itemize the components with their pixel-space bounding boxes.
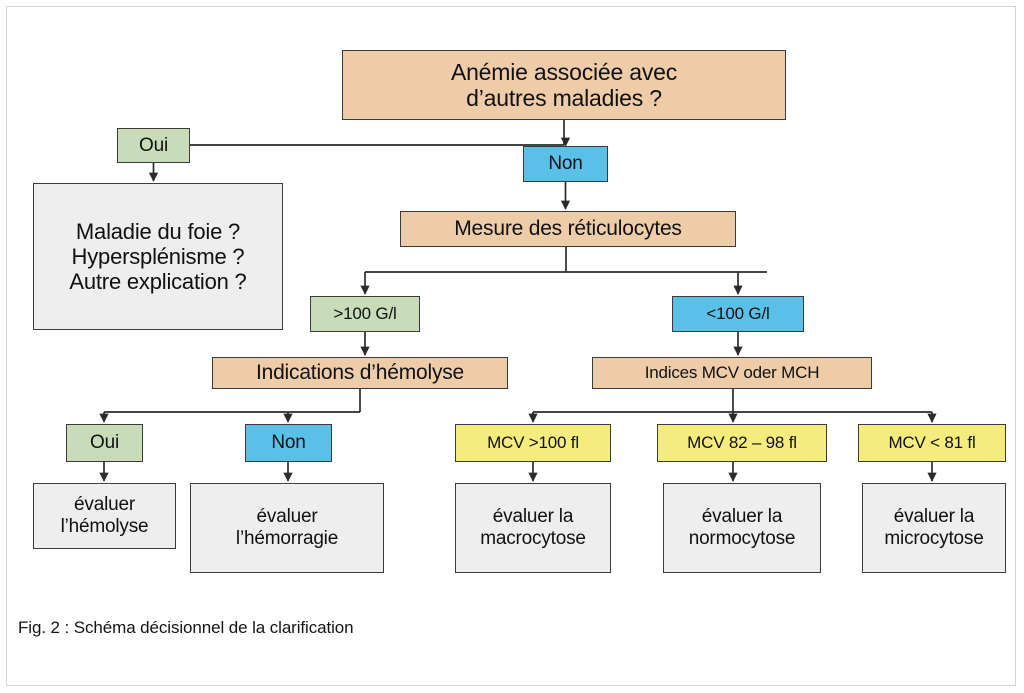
node-eval-microcytosis[interactable]: évaluer la microcytose [862, 483, 1006, 573]
node-root-question[interactable]: Anémie associée avec d’autres maladies ? [342, 50, 786, 120]
node-other-causes[interactable]: Maladie du foie ? Hypersplénisme ? Autre… [33, 183, 283, 330]
node-retic-high[interactable]: >100 G/l [310, 296, 420, 332]
node-mcv-mch-indices[interactable]: Indices MCV oder MCH [592, 357, 872, 389]
node-mcv-high[interactable]: MCV >100 fl [455, 424, 611, 462]
node-branch-yes-top[interactable]: Oui [117, 128, 190, 163]
figure-caption: Fig. 2 : Schéma décisionnel de la clarif… [18, 618, 354, 637]
node-mcv-normal[interactable]: MCV 82 – 98 fl [657, 424, 827, 462]
node-hemolysis-yes[interactable]: Oui [66, 424, 143, 462]
node-reticulocytes[interactable]: Mesure des réticulocytes [400, 211, 736, 247]
node-eval-hemolysis[interactable]: évaluer l’hémolyse [33, 483, 176, 549]
node-eval-hemorrhage[interactable]: évaluer l’hémorragie [190, 483, 384, 573]
node-hemolysis-indications[interactable]: Indications d’hémolyse [212, 357, 508, 389]
node-hemolysis-no[interactable]: Non [245, 424, 332, 462]
node-eval-normocytosis[interactable]: évaluer la normocytose [663, 483, 821, 573]
node-retic-low[interactable]: <100 G/l [672, 296, 804, 332]
node-eval-macrocytosis[interactable]: évaluer la macrocytose [455, 483, 611, 573]
node-mcv-low[interactable]: MCV < 81 fl [858, 424, 1006, 462]
node-branch-no-top[interactable]: Non [523, 146, 608, 182]
